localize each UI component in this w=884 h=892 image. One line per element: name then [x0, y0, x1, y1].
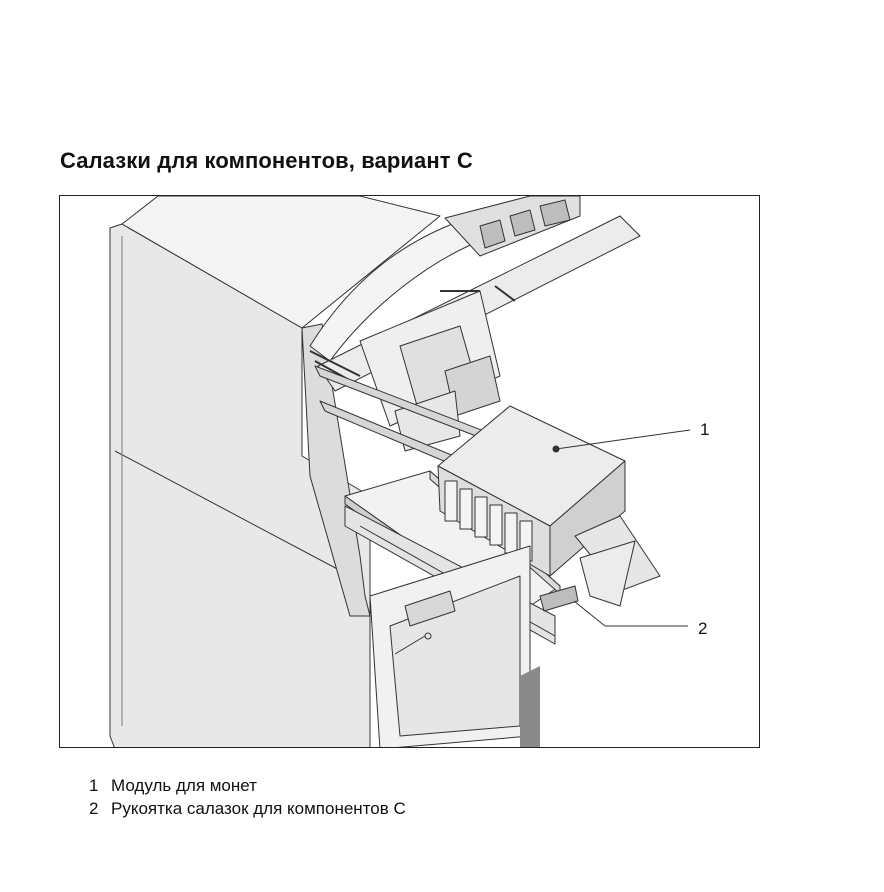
callout-2-number: 2	[698, 619, 708, 638]
legend: 1 Модуль для монет 2 Рукоятка салазок дл…	[89, 774, 406, 820]
callout-2-leader	[573, 600, 606, 627]
legend-number: 2	[89, 799, 99, 818]
callout-1-leader	[555, 429, 691, 450]
callout-1-number: 1	[700, 420, 710, 439]
legend-number: 1	[89, 776, 99, 795]
figure-frame: 1 2	[59, 195, 760, 748]
machine-illustration	[109, 196, 691, 747]
page-title: Салазки для компонентов, вариант C	[60, 148, 473, 173]
slide-handle	[539, 585, 579, 612]
legend-text: Модуль для монет	[111, 776, 257, 795]
legend-item: 2 Рукоятка салазок для компонентов C	[89, 797, 406, 820]
legend-item: 1 Модуль для монет	[89, 774, 406, 797]
legend-text: Рукоятка салазок для компонентов C	[111, 799, 406, 818]
